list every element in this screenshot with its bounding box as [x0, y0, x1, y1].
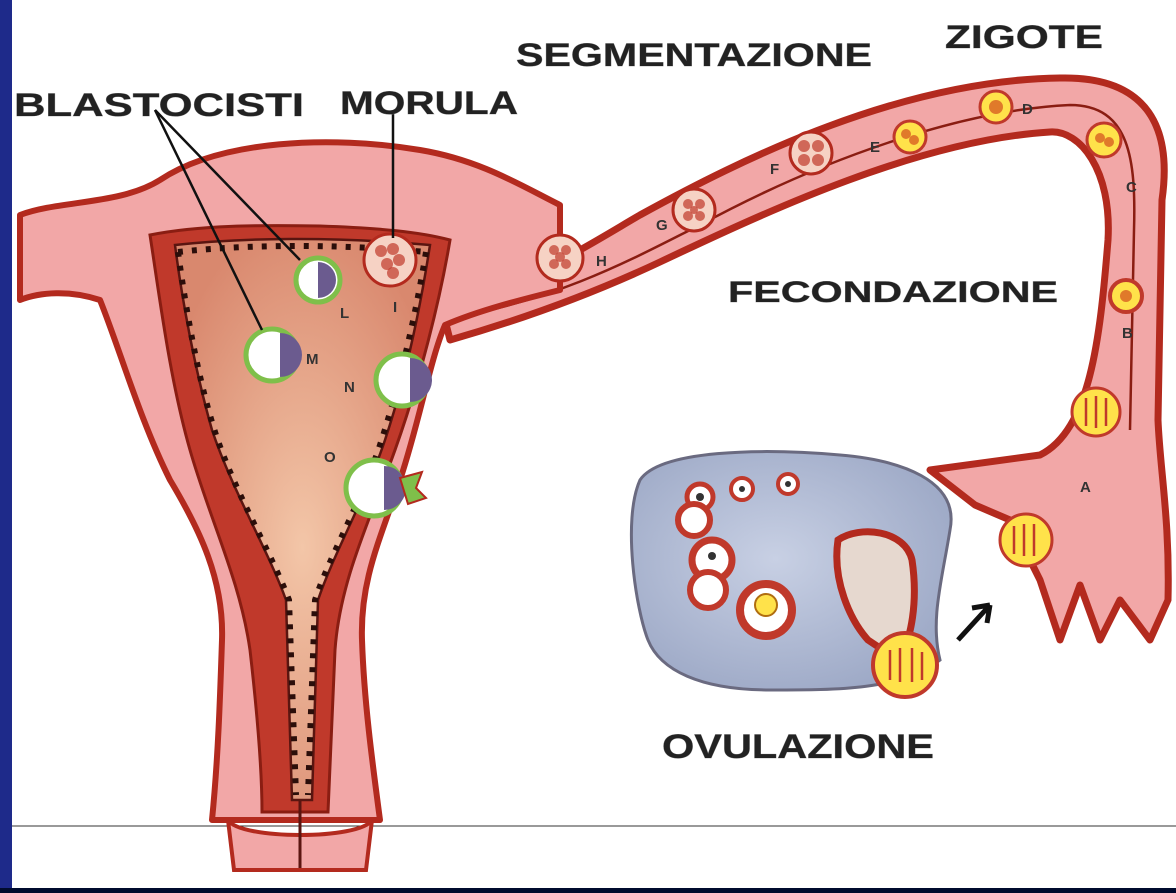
label-blastocisti: BLASTOCISTI [14, 87, 304, 123]
stage-letter-m: M [306, 351, 319, 368]
stage-letter-c: C [1126, 179, 1137, 196]
label-ovulazione: OVULAZIONE [662, 728, 934, 766]
stage-letter-i: I [393, 299, 397, 316]
stage-letter-a: A [1080, 479, 1091, 496]
label-morula: MORULA [340, 85, 518, 121]
cell-stage-n-blastocyst [376, 354, 432, 406]
stage-letter-d: D [1022, 101, 1033, 118]
stage-letter-n: N [344, 379, 355, 396]
cell-stage-h [537, 235, 583, 281]
label-segmentazione: SEGMENTAZIONE [516, 37, 872, 73]
cell-oocyte-fimbria [1000, 514, 1052, 566]
cell-stage-f [790, 132, 832, 174]
stage-letter-e: E [870, 139, 880, 156]
cell-stage-a [1072, 388, 1120, 436]
cell-stage-c [1087, 123, 1121, 157]
label-fecondazione: FECONDAZIONE [728, 276, 1058, 309]
slide-edge-glow [0, 0, 12, 888]
cell-stage-l-blastocyst [296, 258, 340, 302]
stage-letter-f: F [770, 161, 779, 178]
stage-letter-o: O [324, 449, 336, 466]
label-zigote: ZIGOTE [945, 19, 1103, 55]
cell-stage-m-blastocyst [246, 329, 302, 381]
stage-letter-l: L [340, 305, 349, 322]
cell-stage-b [1110, 280, 1142, 312]
stage-letter-g: G [656, 217, 668, 234]
cell-ovulated-oocyte [873, 633, 937, 697]
cell-stage-e [894, 121, 926, 153]
cell-stage-g [673, 189, 715, 231]
cell-stage-d [980, 91, 1012, 123]
stage-letter-b: B [1122, 325, 1133, 342]
cell-stage-i-morula [364, 234, 416, 286]
stage-letter-h: H [596, 253, 607, 270]
